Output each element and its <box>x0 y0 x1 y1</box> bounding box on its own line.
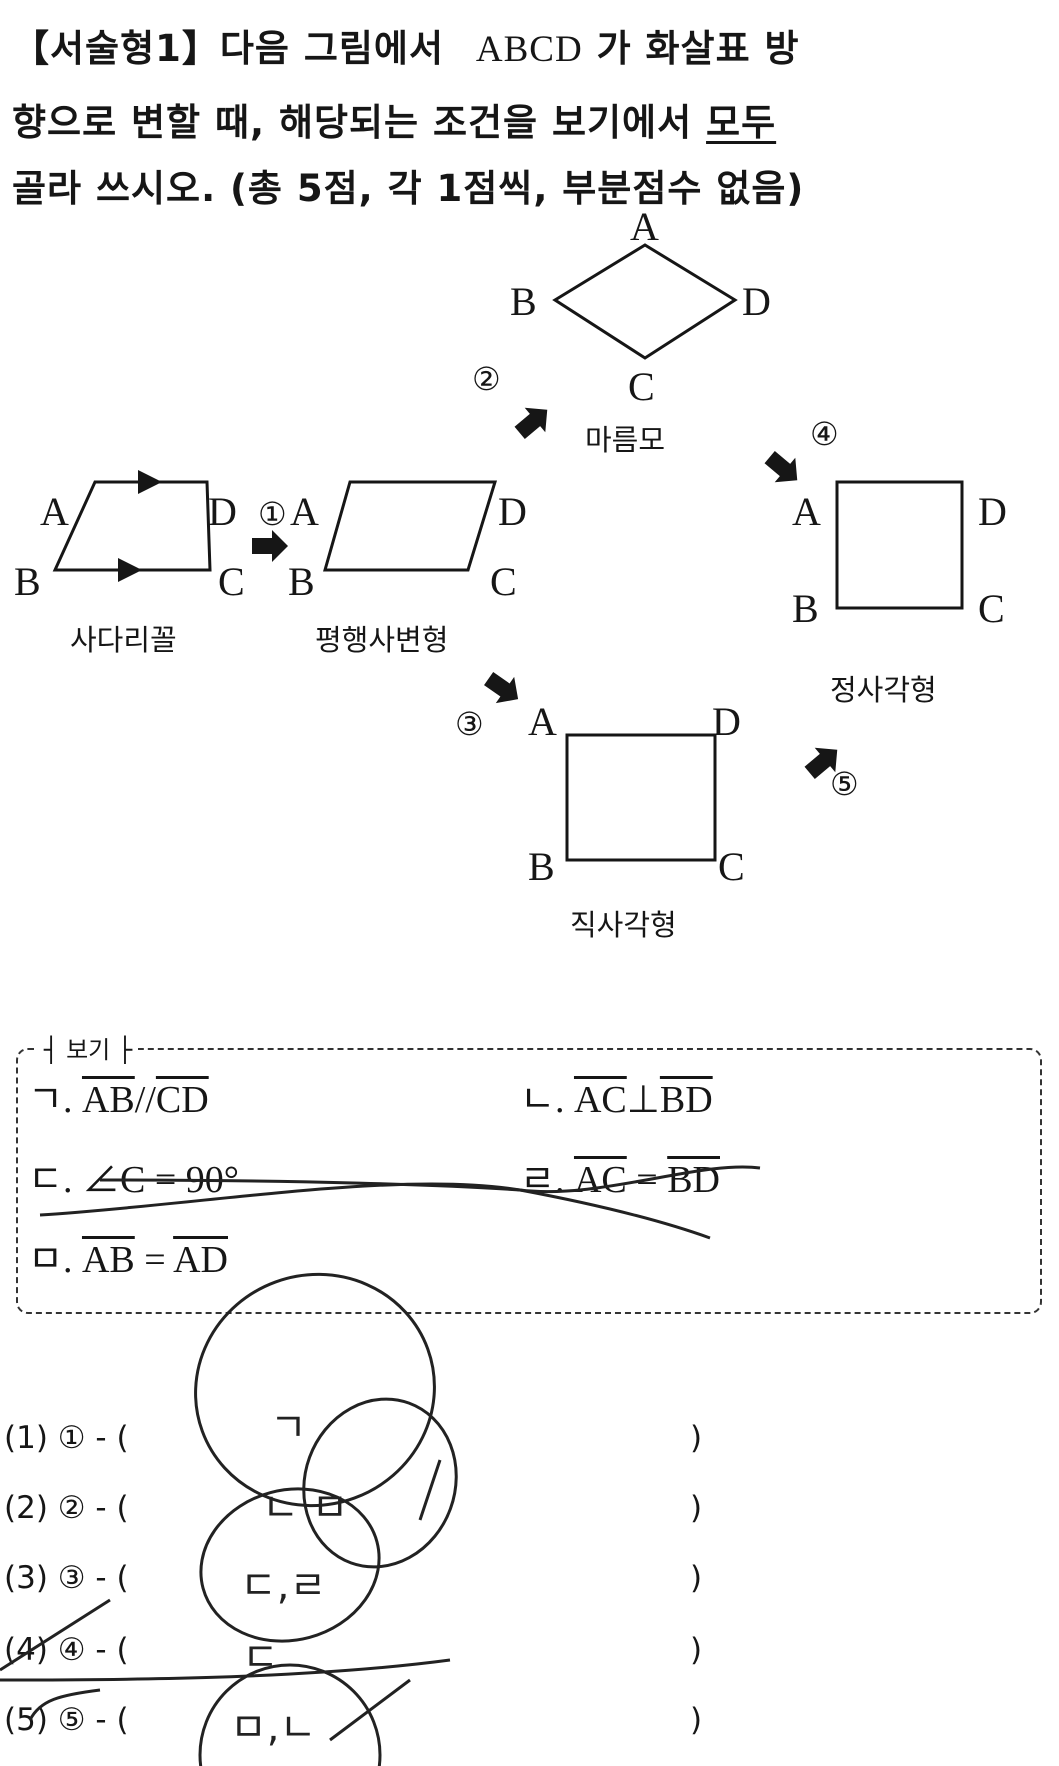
parallelogram-shape <box>323 480 498 572</box>
answer-label: (5) ⑤ - ( <box>4 1702 129 1738</box>
handwritten-answer: ㄷ,ㄹ <box>240 1563 327 1609</box>
choice-a: ㄱ. AB//CD <box>28 1068 209 1123</box>
trapezoid-label: 사다리꼴 <box>70 623 177 657</box>
step-3-marker: ③ <box>455 705 484 743</box>
choice-mark: ㄴ. <box>520 1079 565 1121</box>
choice-e: ㅁ. AB = AD <box>28 1228 228 1283</box>
choices-title: ┤ 보기 ├ <box>38 1030 139 1065</box>
answer-row-5: (5) ⑤ - ( <box>4 1702 129 1738</box>
arrow-5-icon <box>804 747 838 779</box>
choice-mark: ㅁ. <box>28 1239 73 1281</box>
choice-c: ㄷ. ∠C = 90° <box>28 1148 239 1203</box>
rhombus-label: 마름모 <box>585 423 665 457</box>
vertex-label: A <box>792 489 821 534</box>
rectangle-shape <box>565 733 717 862</box>
emphasis-text: 모두 <box>706 101 777 144</box>
operator: = <box>144 1239 166 1281</box>
segment: AB <box>81 1079 135 1121</box>
vertex-label: D <box>498 489 527 534</box>
answer-close: ) <box>690 1560 703 1596</box>
answer-row-1: (1) ① - ( <box>4 1420 129 1456</box>
choices-box <box>16 1048 1042 1314</box>
vertex-label: B <box>528 844 555 889</box>
answer-close: ) <box>690 1632 703 1668</box>
trapezoid-shape <box>52 480 212 572</box>
vertex-label: B <box>510 279 537 324</box>
parallelogram-label: 평행사변형 <box>315 623 448 657</box>
figure-name: ABCD <box>475 29 583 70</box>
arrow-2-icon <box>514 407 548 439</box>
answer-row-4: (4) ④ - ( <box>4 1632 129 1668</box>
choice-b: ㄴ. AC⊥BD <box>520 1068 713 1123</box>
segment: BD <box>667 1159 720 1201</box>
vertex-label: C <box>490 559 517 604</box>
vertex-label: A <box>40 489 69 534</box>
choice-mark: ㄷ. <box>28 1159 73 1201</box>
operator: = <box>636 1159 658 1201</box>
square-shape <box>835 480 964 610</box>
vertex-label: D <box>978 489 1007 534</box>
answer-row-2: (2) ② - ( <box>4 1490 129 1526</box>
vertex-label: C <box>218 559 245 604</box>
question-line-3: 골라 쓰시오. (총 5점, 각 1점씩, 부분점수 없음) <box>12 167 805 210</box>
segment: AC <box>573 1079 627 1121</box>
rectangle-label: 직사각형 <box>570 908 677 942</box>
step-1-marker: ① <box>258 495 287 533</box>
arrows <box>252 407 838 779</box>
vertex-label: D <box>742 279 771 324</box>
choices-title-text: 보기 <box>66 1036 111 1064</box>
answer-label: (4) ④ - ( <box>4 1632 129 1668</box>
vertex-label: A <box>528 699 557 744</box>
x-mark <box>418 1459 442 1521</box>
arrow-1-icon <box>252 530 288 562</box>
answer-label: (3) ③ - ( <box>4 1560 129 1596</box>
vertex-label: B <box>792 586 819 631</box>
choice-mark: ㄹ. <box>520 1159 565 1201</box>
vertex-label: B <box>288 559 315 604</box>
question-line-2: 향으로 변할 때, 해당되는 조건을 보기에서 모두 <box>12 92 776 146</box>
arrow-3-icon <box>484 671 519 704</box>
handwritten-answer: ㄴ ㅁ <box>262 1485 349 1531</box>
vertex-label: A <box>630 204 659 249</box>
operator: ⊥ <box>626 1079 660 1121</box>
operator: // <box>134 1079 156 1121</box>
handwritten-answer: ㄱ <box>270 1405 307 1451</box>
arrow-4-icon <box>764 451 798 483</box>
segment: CD <box>155 1079 209 1121</box>
answer-label: (1) ① - ( <box>4 1420 129 1456</box>
vertex-label: C <box>718 844 745 889</box>
answer-row-3: (3) ③ - ( <box>4 1560 129 1596</box>
segment: BD <box>659 1079 713 1121</box>
question-text: 가 화살표 방 <box>596 27 800 70</box>
vertex-label: C <box>628 364 655 409</box>
step-2-marker: ② <box>472 360 501 398</box>
square-label: 정사각형 <box>830 673 937 707</box>
handwritten-answer: ㅁ,ㄴ <box>230 1705 317 1751</box>
step-5-marker: ⑤ <box>830 765 859 803</box>
answer-close: ) <box>690 1490 703 1526</box>
choice-mark: ㄱ. <box>28 1079 73 1121</box>
answer-label: (2) ② - ( <box>4 1490 129 1526</box>
segment: AB <box>81 1239 135 1281</box>
vertex-label: D <box>208 489 237 534</box>
vertex-label: B <box>14 559 41 604</box>
question-line-1: 【서술형1】다음 그림에서 ABCD 가 화살표 방 <box>12 18 800 72</box>
quadrilateral-diagram: A D B C 사다리꼴 ① A D B C 평행사변형 A B D C 마름모… <box>14 204 1007 942</box>
answer-close: ) <box>690 1702 703 1738</box>
step-4-marker: ④ <box>810 415 839 453</box>
vertex-label: C <box>978 586 1005 631</box>
question-text: 【서술형1】다음 그림에서 <box>12 27 444 70</box>
choice-d: ㄹ. AC = BD <box>520 1148 720 1203</box>
question-text: 향으로 변할 때, 해당되는 조건을 보기에서 <box>12 101 693 144</box>
vertex-label: A <box>290 489 319 534</box>
answer-close: ) <box>690 1420 703 1456</box>
x-mark <box>329 1678 411 1742</box>
segment: AD <box>173 1239 228 1281</box>
vertex-label: D <box>712 699 741 744</box>
segment: AC <box>573 1159 627 1201</box>
rhombus-shape <box>552 243 738 360</box>
handwritten-answer: ㄷ <box>242 1635 279 1681</box>
angle-condition: ∠C = 90° <box>81 1159 239 1201</box>
